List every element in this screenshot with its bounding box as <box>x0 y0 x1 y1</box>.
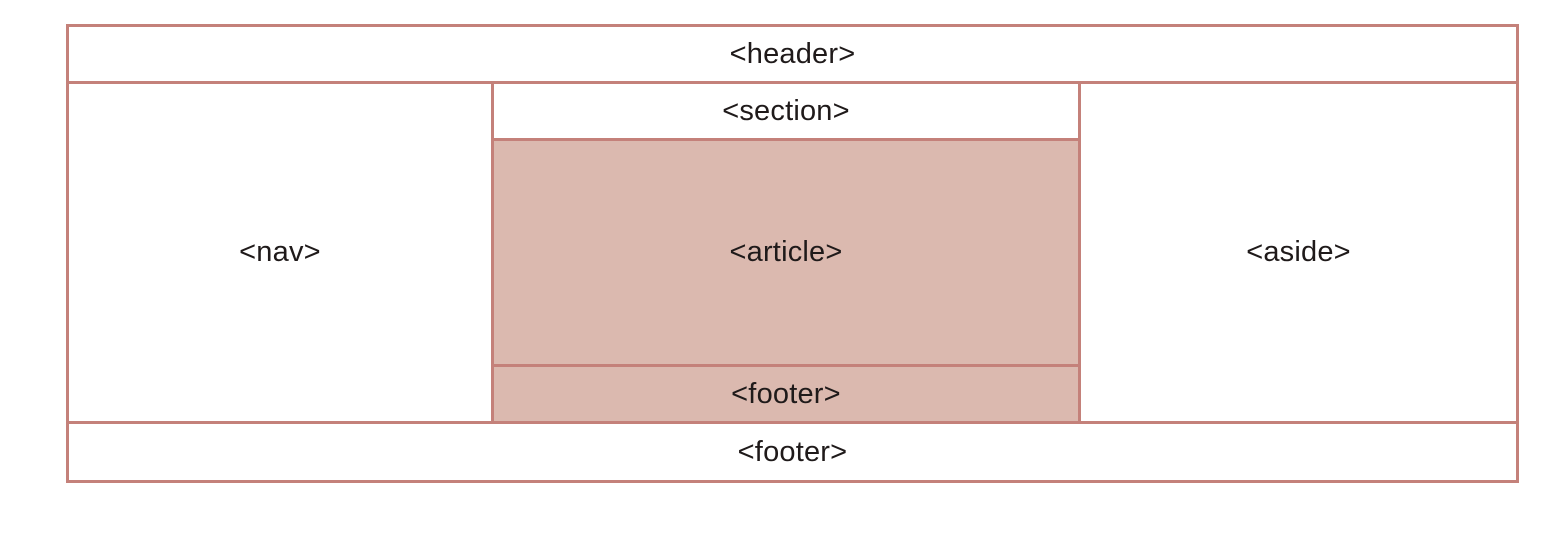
article-divider <box>492 364 1080 367</box>
aside-divider <box>1078 81 1081 424</box>
header-divider <box>66 81 1519 84</box>
section-label: <section> <box>722 94 850 127</box>
article-box: <article> <box>492 139 1080 366</box>
nav-divider <box>491 81 494 424</box>
header-box: <header> <box>69 27 1516 81</box>
footer-divider <box>66 421 1519 424</box>
header-label: <header> <box>729 37 856 70</box>
page-footer-label: <footer> <box>737 435 848 468</box>
nav-label: <nav> <box>239 236 321 268</box>
inner-footer-label: <footer> <box>731 378 841 410</box>
article-label: <article> <box>729 236 843 268</box>
section-divider <box>492 138 1080 141</box>
aside-box: <aside> <box>1081 84 1516 421</box>
inner-footer-box: <footer> <box>492 366 1080 423</box>
page-footer-box: <footer> <box>69 424 1516 480</box>
nav-box: <nav> <box>69 84 491 421</box>
page-frame <box>66 24 1519 483</box>
aside-label: <aside> <box>1246 236 1351 268</box>
section-box: <section> <box>494 84 1078 138</box>
